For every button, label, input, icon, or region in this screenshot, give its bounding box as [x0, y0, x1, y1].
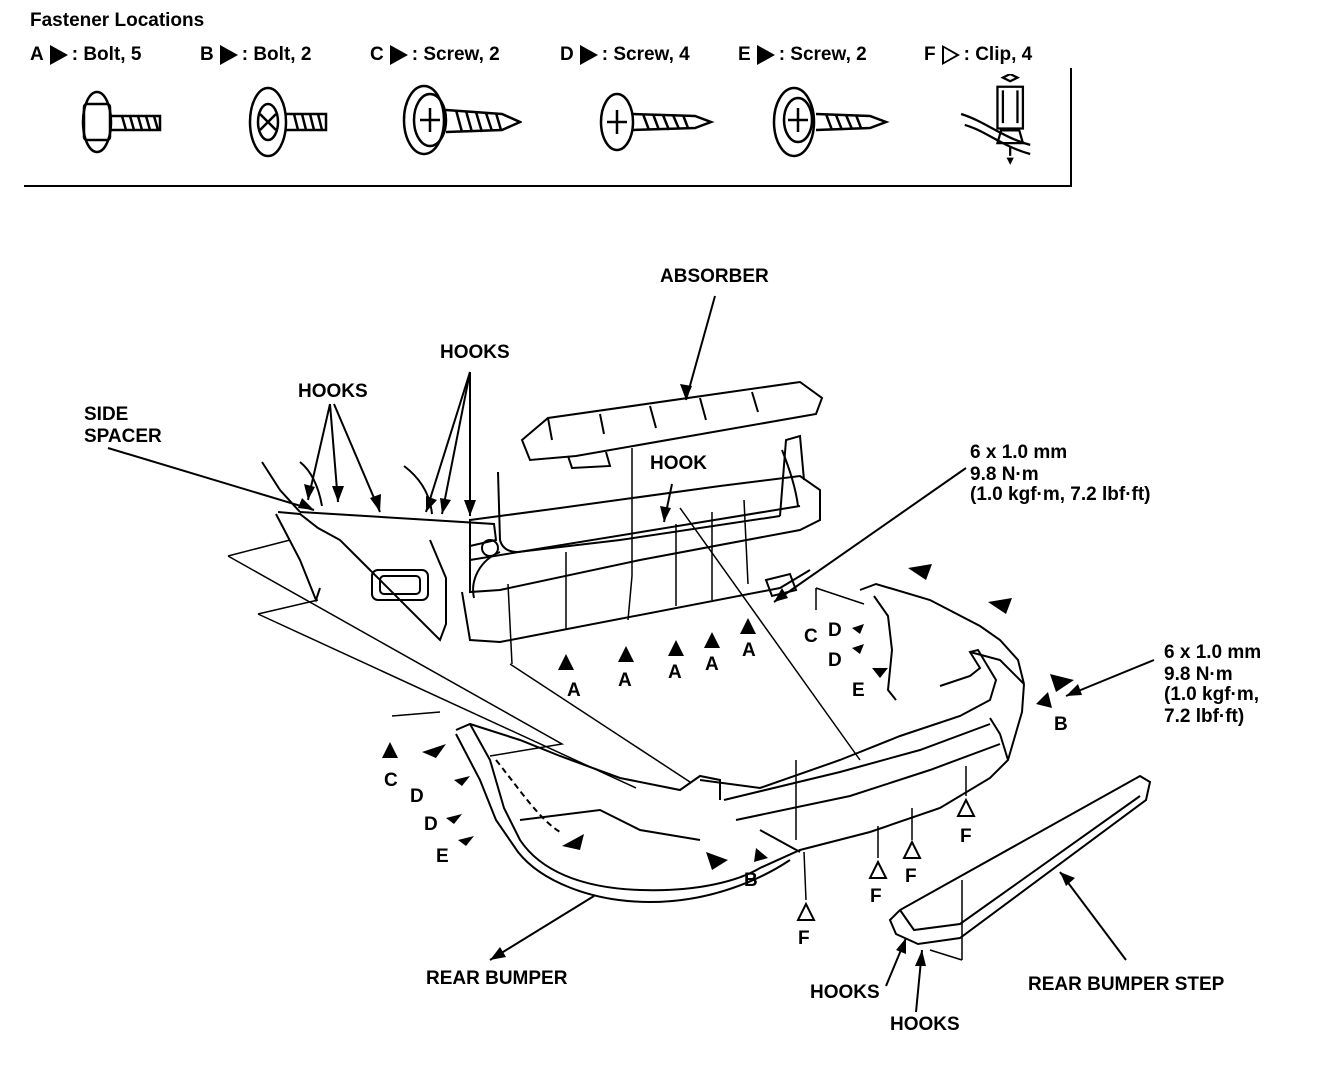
absorber-part — [520, 380, 824, 470]
legend-title: Fastener Locations — [30, 10, 205, 31]
legend-letter: B — [200, 44, 214, 65]
screw-d-icon — [599, 92, 715, 152]
rear-bumper-step-part — [888, 774, 1152, 946]
legend-item-f: F : Clip, 4 — [924, 44, 1032, 66]
torque-spec-2-line3: (1.0 kgf·m, — [1164, 684, 1260, 705]
side-spacer-label-line2: SPACER — [84, 426, 162, 447]
fastener-mark-f: F — [870, 886, 882, 907]
filled-triangle-icon — [579, 45, 598, 65]
fastener-mark-d: D — [424, 814, 438, 835]
fastener-mark-a: A — [742, 640, 756, 661]
filled-triangle-icon — [389, 45, 408, 65]
rear-bumper-part — [455, 582, 1025, 904]
fastener-mark-a: A — [618, 670, 632, 691]
legend-item-a: A : Bolt, 5 — [30, 44, 141, 66]
filled-triangle-icon — [756, 45, 775, 65]
torque-spec-2-line2: 9.8 N·m — [1164, 664, 1233, 685]
hooks-label: HOOKS — [810, 982, 880, 1003]
fastener-mark-c: C — [384, 770, 398, 791]
legend-letter: D — [560, 44, 574, 65]
legend-text: : Bolt, 5 — [71, 44, 142, 65]
bolt-b-icon — [248, 86, 328, 158]
torque-spec-1-line1: 6 x 1.0 mm — [970, 442, 1068, 463]
legend-letter: F — [924, 44, 936, 65]
legend-border — [1070, 68, 1072, 186]
fastener-mark-f: F — [905, 866, 917, 887]
pointer-lines — [107, 295, 1155, 1013]
fastener-mark-d: D — [828, 620, 842, 641]
fastener-markers — [382, 564, 1074, 870]
hook-label: HOOK — [650, 453, 707, 474]
fastener-mark-a: A — [668, 662, 682, 683]
fastener-mark-a: A — [705, 654, 719, 675]
guide-lines — [227, 448, 967, 961]
torque-spec-1-line2: 9.8 N·m — [970, 464, 1039, 485]
fastener-mark-a: A — [567, 680, 581, 701]
fastener-mark-c: C — [804, 626, 818, 647]
legend-text: : Screw, 2 — [411, 44, 500, 65]
screw-c-icon — [402, 84, 522, 156]
fastener-mark-f: F — [960, 826, 972, 847]
fastener-mark-d: D — [828, 650, 842, 671]
bolt-a-icon — [81, 90, 162, 154]
hooks-label: HOOKS — [440, 342, 510, 363]
legend-text: : Screw, 4 — [601, 44, 690, 65]
screw-e-icon — [772, 86, 890, 158]
legend-text: : Bolt, 2 — [241, 44, 312, 65]
legend-text: : Screw, 2 — [778, 44, 867, 65]
legend-letter: E — [738, 44, 751, 65]
hooks-label: HOOKS — [890, 1014, 960, 1035]
fastener-mark-f: F — [798, 928, 810, 949]
filled-triangle-icon — [49, 45, 68, 65]
hooks-label: HOOKS — [298, 381, 368, 402]
open-triangle-icon — [941, 45, 960, 65]
fastener-mark-d: D — [410, 786, 424, 807]
legend-item-b: B : Bolt, 2 — [200, 44, 311, 66]
fastener-mark-e: E — [852, 680, 865, 701]
side-spacer-label-line1: SIDE — [84, 404, 129, 425]
torque-spec-2-line1: 6 x 1.0 mm — [1164, 642, 1262, 663]
legend-item-c: C : Screw, 2 — [370, 44, 500, 66]
clip-f-icon — [960, 74, 1031, 165]
rear-bumper-step-label: REAR BUMPER STEP — [1028, 974, 1225, 995]
legend-item-e: E : Screw, 2 — [738, 44, 867, 66]
fastener-mark-b: B — [744, 870, 758, 891]
legend-text: : Clip, 4 — [963, 44, 1033, 65]
fastener-mark-b: B — [1054, 714, 1068, 735]
fastener-mark-e: E — [436, 846, 449, 867]
torque-spec-2-line4: 7.2 lbf·ft) — [1164, 706, 1245, 727]
vehicle-body — [261, 434, 821, 644]
absorber-label: ABSORBER — [660, 266, 769, 287]
legend-letter: C — [370, 44, 384, 65]
clip-markers — [796, 797, 976, 921]
legend-divider — [24, 185, 1072, 187]
legend-letter: A — [30, 44, 44, 65]
torque-spec-1-line3: (1.0 kgf·m, 7.2 lbf·ft) — [970, 484, 1151, 505]
filled-triangle-icon — [219, 45, 238, 65]
side-spacer-part — [275, 511, 498, 642]
pointer-arrowheads — [298, 384, 1082, 966]
rear-bumper-label: REAR BUMPER — [426, 968, 568, 989]
legend-item-d: D : Screw, 4 — [560, 44, 690, 66]
